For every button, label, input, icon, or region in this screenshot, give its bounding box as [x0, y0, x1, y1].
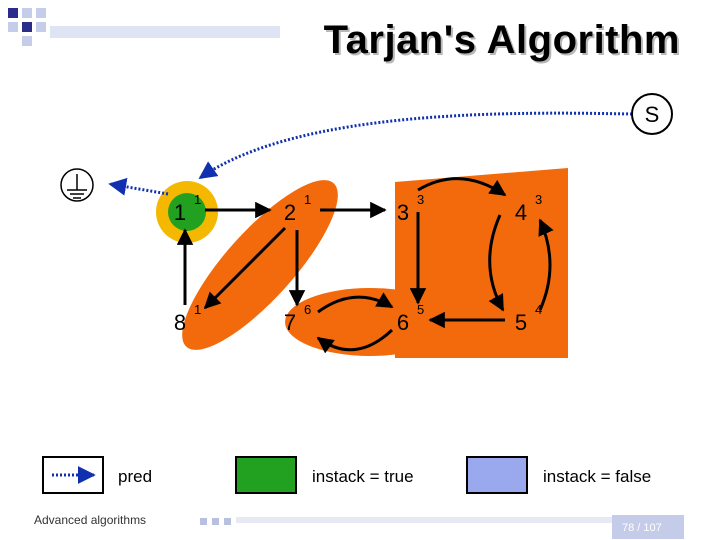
current-node-fill	[168, 193, 206, 231]
node-7-low: 6	[304, 302, 311, 317]
deco-square	[22, 36, 32, 46]
legend-instack-true-swatch	[235, 456, 297, 494]
legend-instack-true-label: instack = true	[312, 467, 414, 486]
footer-bar	[236, 517, 616, 523]
node-5-low: 4	[535, 302, 542, 317]
node-7-label: 7	[284, 310, 296, 335]
stack-label: S	[645, 102, 660, 127]
node-5-label: 5	[515, 310, 527, 335]
node-1-low: 1	[194, 192, 201, 207]
stack-pointer-edge	[198, 111, 633, 180]
deco-bar	[50, 26, 280, 38]
stack-node	[631, 93, 673, 135]
deco-square	[36, 8, 46, 18]
legend-pred-swatch	[42, 456, 104, 494]
edge-7-6	[317, 292, 394, 314]
deco-square	[8, 8, 18, 18]
legend-instack-false-swatch	[466, 456, 528, 494]
node-8-low: 1	[194, 302, 201, 317]
edge-6-7	[316, 328, 394, 354]
legend-pred-label: pred	[118, 467, 153, 486]
node-8-label: 8	[174, 310, 186, 335]
edge-5-4	[538, 218, 554, 311]
node-6-low: 5	[417, 302, 424, 317]
node-4-low: 3	[535, 192, 542, 207]
node-1-label: 1	[174, 200, 186, 225]
pred-arrow-icon	[52, 466, 96, 484]
deco-square	[22, 22, 32, 32]
page-number-box	[612, 515, 684, 539]
deco-square	[8, 22, 18, 32]
deco-square	[212, 518, 219, 525]
slide-title: Tarjan's Algorithm	[323, 18, 680, 62]
node-2-low: 1	[304, 192, 311, 207]
deco-square	[22, 8, 32, 18]
edge-3-4	[417, 177, 507, 197]
edge-4-5	[488, 214, 505, 312]
node-3-low: 3	[417, 192, 424, 207]
footer-course-label: Advanced algorithms	[34, 513, 147, 527]
node-6-label: 6	[397, 310, 409, 335]
legend-instack-false-label: instack = false	[543, 467, 652, 486]
page-number: 78 / 107	[622, 522, 662, 534]
edge-2-8	[203, 226, 287, 310]
pred-edge-1	[108, 177, 169, 196]
deco-square	[224, 518, 231, 525]
node-4-label: 4	[515, 200, 527, 225]
deco-square	[36, 22, 46, 32]
node-2-label: 2	[284, 200, 296, 225]
deco-square	[200, 518, 207, 525]
scc-region-3-4-5	[395, 168, 568, 358]
node-3-label: 3	[397, 200, 409, 225]
